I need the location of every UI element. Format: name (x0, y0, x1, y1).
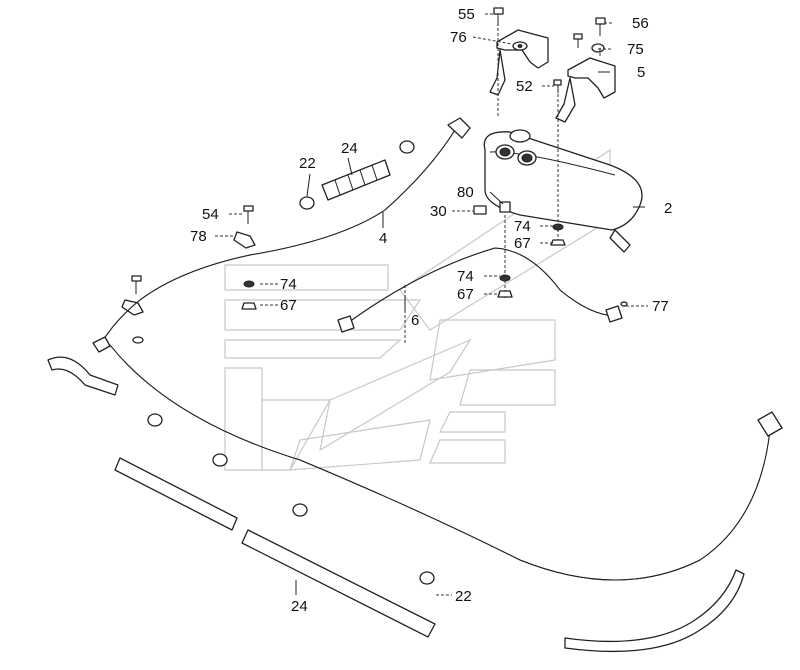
label-74-tank: 74 (514, 218, 531, 235)
leader-lines (215, 13, 648, 596)
label-67-mid: 67 (457, 286, 474, 303)
label-74-left: 74 (280, 276, 297, 293)
label-80: 80 (457, 184, 474, 201)
label-4: 4 (379, 230, 387, 247)
label-67-tank: 67 (514, 235, 531, 252)
label-24-lower: 24 (291, 598, 308, 615)
hose-upper (299, 140, 415, 210)
lower-clamps (147, 413, 435, 585)
pipe-4 (92, 117, 471, 353)
pipe-6 (337, 247, 623, 333)
label-24-upper: 24 (341, 140, 358, 157)
label-6: 6 (411, 312, 419, 329)
label-55: 55 (458, 6, 475, 23)
hose-24-lower-a (114, 457, 238, 531)
small-hardware (132, 201, 628, 344)
bracket-lower (555, 57, 616, 123)
bolts-upper (493, 7, 606, 93)
label-54: 54 (202, 206, 219, 223)
label-75: 75 (627, 41, 644, 58)
clip-and-bolt (121, 205, 256, 316)
label-30: 30 (430, 203, 447, 220)
washer-tank (483, 129, 643, 253)
part-labels: 55 76 56 75 5 52 24 22 80 30 2 74 67 54 … (190, 6, 672, 615)
label-5: 5 (637, 64, 645, 81)
corrugated-hose-right (564, 569, 745, 653)
label-74-mid: 74 (457, 268, 474, 285)
label-67-left: 67 (280, 297, 297, 314)
hose-24-lower-b (241, 529, 436, 638)
label-76: 76 (450, 29, 467, 46)
label-77: 77 (652, 298, 669, 315)
label-52: 52 (516, 78, 533, 95)
label-2: 2 (664, 200, 672, 217)
label-22-lower: 22 (455, 588, 472, 605)
label-78: 78 (190, 228, 207, 245)
pipe-lower (109, 344, 783, 581)
corrugated-hose-left (47, 356, 119, 396)
label-56: 56 (632, 15, 649, 32)
label-22-upper: 22 (299, 155, 316, 172)
